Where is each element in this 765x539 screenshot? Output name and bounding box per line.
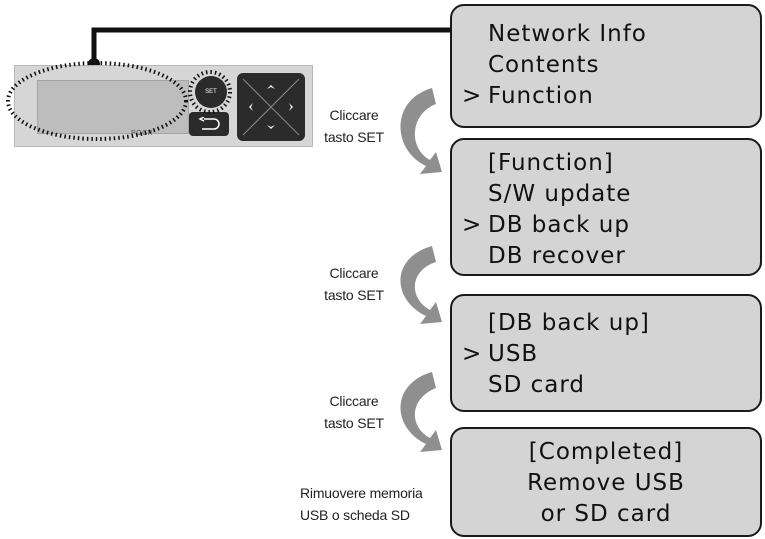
selection-cursor: > (462, 341, 483, 367)
back-button[interactable] (189, 112, 229, 136)
menu-line: USB (488, 341, 539, 367)
menu-line: Network Info (488, 21, 647, 47)
step-caption: Cliccare tasto SET (324, 393, 384, 431)
back-arrow-icon (198, 117, 220, 130)
menu-line: [Function] (488, 150, 614, 176)
menu-line: DB recover (488, 243, 626, 269)
menu-line: Contents (488, 52, 600, 78)
lcd-screen-completed: [Completed] Remove USB or SD card (450, 427, 762, 537)
lcd-screen-function: [Function] S/W update > DB back up DB re… (450, 138, 762, 276)
step-caption: Cliccare tasto SET (324, 107, 384, 145)
set-button-highlight-ellipse (188, 70, 232, 114)
left-arrow-icon (249, 103, 253, 111)
display-highlight-ellipse (6, 61, 188, 141)
device-brand-text: POCR (131, 130, 154, 137)
menu-line: S/W update (488, 181, 632, 207)
menu-line: [DB back up] (488, 310, 650, 336)
menu-line: DB back up (488, 212, 630, 238)
selection-cursor: > (462, 212, 483, 238)
menu-line: Function (488, 83, 594, 109)
device-display-window (37, 80, 189, 134)
directional-pad[interactable] (237, 73, 305, 141)
menu-line: SD card (488, 372, 586, 398)
control-panel-device: POCR SET (14, 65, 313, 147)
set-button[interactable]: SET (195, 76, 227, 108)
step-caption: Rimuovere memoria USB o scheda SD (300, 485, 423, 523)
lcd-screen-menu: Network Info Contents > Function (450, 4, 762, 128)
curved-arrow-icon (400, 246, 442, 324)
selection-cursor: > (462, 83, 483, 109)
menu-line: or SD card (540, 501, 672, 527)
curved-arrow-icon (400, 88, 442, 174)
curved-arrow-icon (400, 372, 442, 452)
menu-line: [Completed] (528, 439, 684, 465)
down-arrow-icon (267, 125, 275, 129)
lcd-screen-db-backup: [DB back up] > USB SD card (450, 294, 762, 412)
step-caption: Cliccare tasto SET (324, 265, 384, 303)
menu-line: Remove USB (527, 470, 685, 496)
up-arrow-icon (267, 85, 275, 89)
right-arrow-icon (289, 103, 293, 111)
